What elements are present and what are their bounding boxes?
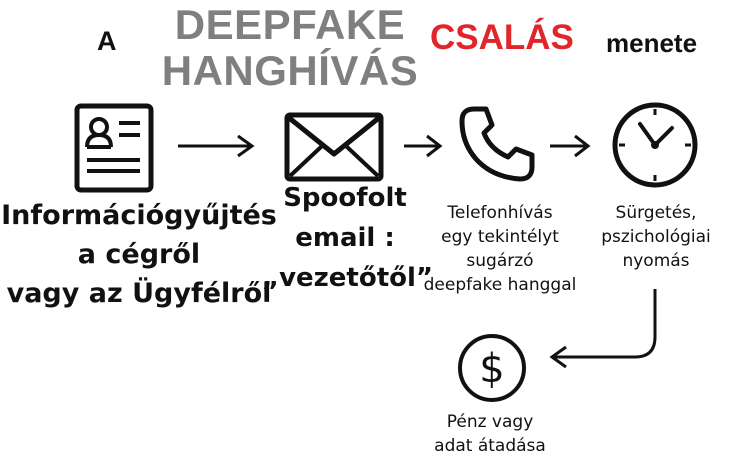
- step-4-line-3: nyomás: [622, 251, 690, 271]
- step-5-line-2: adat átadása: [434, 436, 546, 456]
- step-2-line-1: Spoofolt: [283, 183, 407, 213]
- step-1-label: Információgyűjtés a cégről vagy az Ügyfé…: [0, 196, 278, 313]
- step-3-line-3: sugárzó: [466, 251, 534, 271]
- arrow-right-icon: [404, 134, 443, 158]
- step-4-line-1: Sürgetés,: [615, 203, 697, 223]
- step-1-line-2: a cégről: [77, 239, 201, 270]
- step-2-line-2: email :: [295, 223, 395, 253]
- title-scam-word: CSALÁS: [430, 18, 574, 57]
- title-highlight-line1: DEEPFAKE: [174, 1, 406, 48]
- arrow-right-icon: [550, 134, 591, 158]
- step-2-label: Spoofolt email : „vezetőtől”: [262, 178, 434, 298]
- envelope-icon: [284, 112, 384, 182]
- step-3-line-1: Telefonhívás: [447, 203, 553, 223]
- step-1-line-3: vagy az Ügyfélről: [6, 278, 272, 309]
- step-4-label: Sürgetés, pszichológiai nyomás: [578, 201, 729, 273]
- arrow-right-icon: [178, 134, 255, 158]
- phone-icon: [459, 106, 535, 182]
- clock-icon: [612, 102, 698, 188]
- title-prefix: A: [97, 26, 117, 56]
- step-5-line-1: Pénz vagy: [446, 412, 534, 432]
- step-4-line-2: pszichológiai: [601, 227, 711, 247]
- step-3-label: Telefonhívás egy tekintélyt sugárzó deep…: [410, 201, 590, 297]
- step-5-label: Pénz vagy adat átadása: [420, 410, 560, 458]
- title-highlight: DEEPFAKE HANGHÍVÁS: [150, 2, 430, 94]
- svg-text:$: $: [479, 346, 504, 392]
- step-3-line-2: egy tekintélyt: [441, 227, 559, 247]
- curved-arrow-icon: [549, 289, 657, 369]
- step-1-line-1: Információgyűjtés: [1, 200, 277, 231]
- step-2-line-3: „vezetőtől”: [262, 263, 434, 293]
- title-highlight-line2: HANGHÍVÁS: [161, 47, 419, 94]
- title-suffix: menete: [606, 28, 698, 58]
- step-3-line-4: deepfake hanggal: [423, 275, 577, 295]
- dollar-coin-icon: $: [458, 334, 526, 402]
- id-card-icon: [74, 103, 154, 193]
